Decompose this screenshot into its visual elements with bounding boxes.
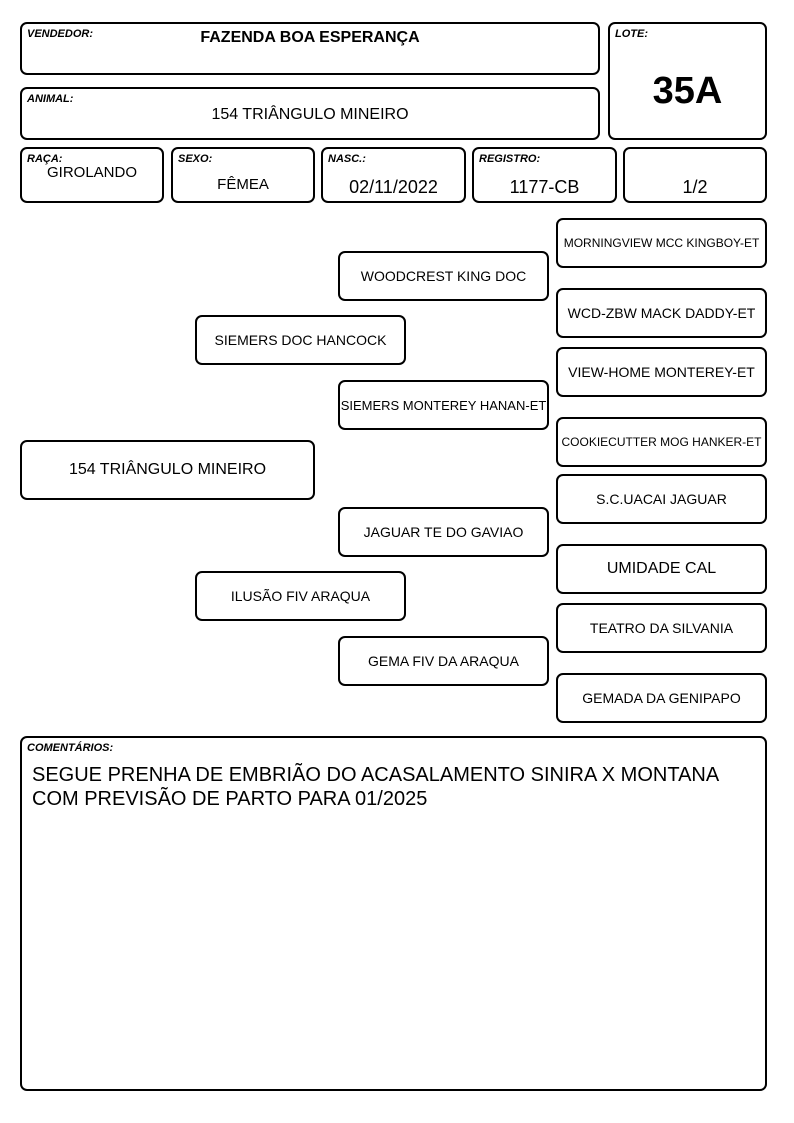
birth-box: NASC.: 02/11/2022 bbox=[321, 147, 466, 203]
pedigree-dam-dam-name: GEMA FIV DA ARAQUA bbox=[368, 653, 519, 669]
pedigree-g3-5-name: S.C.UACAI JAGUAR bbox=[596, 491, 727, 507]
lot-box: LOTE: 35A bbox=[608, 22, 767, 140]
comments-text: SEGUE PRENHA DE EMBRIÃO DO ACASALAMENTO … bbox=[32, 763, 719, 811]
vendor-label: VENDEDOR: bbox=[27, 28, 94, 40]
registry-label: REGISTRO: bbox=[479, 153, 541, 165]
pedigree-g3-2-name: WCD-ZBW MACK DADDY-ET bbox=[567, 305, 756, 321]
pedigree-sire-dam-name: SIEMERS MONTEREY HANAN-ET bbox=[340, 397, 547, 413]
pedigree-g3-1: MORNINGVIEW MCC KINGBOY-ET bbox=[556, 218, 767, 268]
pedigree-g3-7-name: TEATRO DA SILVANIA bbox=[589, 620, 734, 636]
animal-label: ANIMAL: bbox=[27, 93, 74, 105]
pedigree-sire-dam: SIEMERS MONTEREY HANAN-ET bbox=[338, 380, 549, 430]
pedigree-g3-6: UMIDADE CAL bbox=[556, 544, 767, 594]
pedigree-g3-8: GEMADA DA GENIPAPO bbox=[556, 673, 767, 723]
comments-line-1: SEGUE PRENHA DE EMBRIÃO DO ACASALAMENTO … bbox=[32, 764, 720, 786]
registry-box: REGISTRO: 1177-CB bbox=[472, 147, 617, 203]
sex-label: SEXO: bbox=[178, 153, 213, 165]
fraction-value: 1/2 bbox=[682, 177, 708, 197]
registry-value: 1177-CB bbox=[509, 177, 580, 197]
pedigree-g3-7: TEATRO DA SILVANIA bbox=[556, 603, 767, 653]
pedigree-g3-2: WCD-ZBW MACK DADDY-ET bbox=[556, 288, 767, 338]
pedigree-subject-name: 154 TRIÂNGULO MINEIRO bbox=[68, 461, 267, 478]
breed-label: RAÇA: bbox=[27, 153, 63, 165]
pedigree-dam-sire: JAGUAR TE DO GAVIAO bbox=[338, 507, 549, 557]
comments-line-2: COM PREVISÃO DE PARTO PARA 01/2025 bbox=[32, 788, 428, 810]
birth-value: 02/11/2022 bbox=[349, 177, 438, 197]
sex-value: FÊMEA bbox=[217, 176, 269, 193]
pedigree-dam-dam: GEMA FIV DA ARAQUA bbox=[338, 636, 549, 686]
pedigree-g3-4: COOKIECUTTER MOG HANKER-ET bbox=[556, 417, 767, 467]
pedigree-g3-8-name: GEMADA DA GENIPAPO bbox=[582, 690, 741, 706]
pedigree-dam-sire-name: JAGUAR TE DO GAVIAO bbox=[363, 524, 524, 540]
comments-label: COMENTÁRIOS: bbox=[27, 742, 114, 754]
pedigree-sire: SIEMERS DOC HANCOCK bbox=[195, 315, 406, 365]
breed-box: RAÇA: GIROLANDO bbox=[20, 147, 164, 203]
birth-label: NASC.: bbox=[328, 153, 366, 165]
pedigree-sire-name: SIEMERS DOC HANCOCK bbox=[214, 332, 387, 348]
comments-box: COMENTÁRIOS: SEGUE PRENHA DE EMBRIÃO DO … bbox=[20, 736, 767, 1091]
pedigree-g3-3-name: VIEW-HOME MONTEREY-ET bbox=[568, 364, 755, 380]
sex-box: SEXO: FÊMEA bbox=[171, 147, 315, 203]
vendor-name: FAZENDA BOA ESPERANÇA bbox=[200, 29, 420, 46]
pedigree-g3-3: VIEW-HOME MONTEREY-ET bbox=[556, 347, 767, 397]
pedigree-dam-name: ILUSÃO FIV ARAQUA bbox=[230, 588, 371, 604]
breed-value: GIROLANDO bbox=[46, 164, 137, 181]
fraction-box: 1/2 bbox=[623, 147, 767, 203]
pedigree-subject: 154 TRIÂNGULO MINEIRO bbox=[20, 440, 315, 500]
vendor-box: VENDEDOR: FAZENDA BOA ESPERANÇA bbox=[20, 22, 600, 75]
animal-box: ANIMAL: 154 TRIÂNGULO MINEIRO bbox=[20, 87, 600, 140]
pedigree-sire-sire-name: WOODCREST KING DOC bbox=[360, 268, 527, 284]
pedigree-g3-6-name: UMIDADE CAL bbox=[606, 560, 717, 577]
pedigree-dam: ILUSÃO FIV ARAQUA bbox=[195, 571, 406, 621]
lot-label: LOTE: bbox=[615, 28, 648, 40]
animal-name: 154 TRIÂNGULO MINEIRO bbox=[211, 106, 409, 123]
pedigree-g3-4-name: COOKIECUTTER MOG HANKER-ET bbox=[561, 435, 762, 449]
lot-number: 35A bbox=[652, 70, 723, 112]
pedigree-sire-sire: WOODCREST KING DOC bbox=[338, 251, 549, 301]
pedigree-g3-1-name: MORNINGVIEW MCC KINGBOY-ET bbox=[563, 236, 760, 250]
pedigree-g3-5: S.C.UACAI JAGUAR bbox=[556, 474, 767, 524]
